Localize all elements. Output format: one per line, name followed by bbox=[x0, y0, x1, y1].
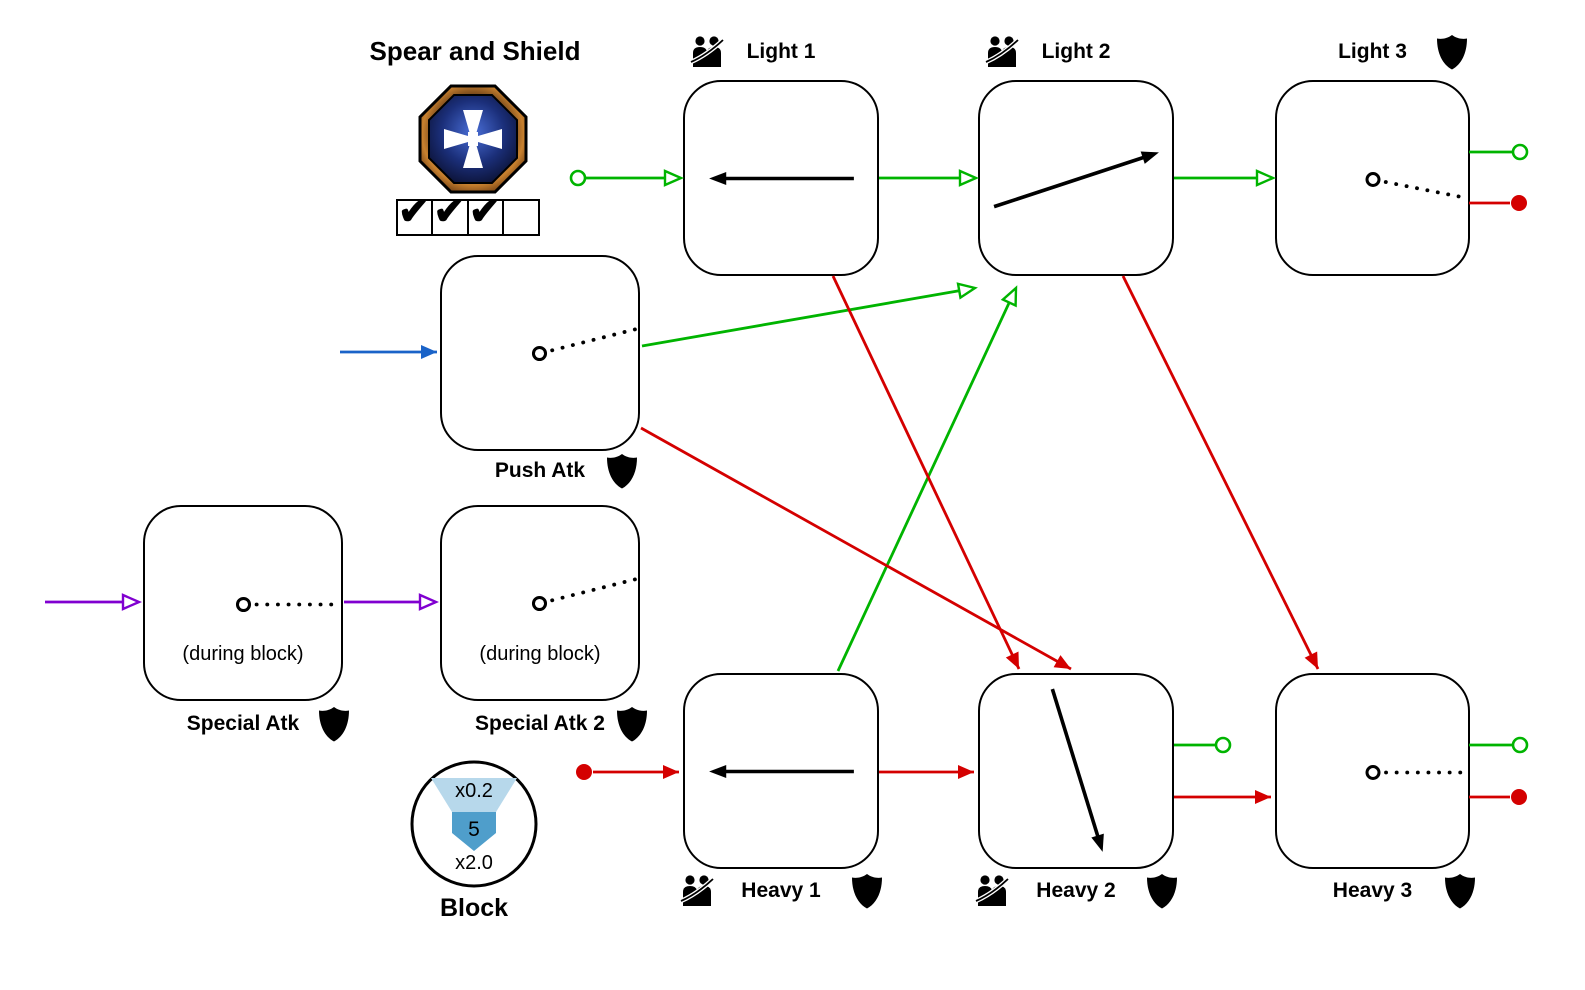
two-fighters-icon bbox=[974, 873, 1010, 909]
edge-light2-to-light3 bbox=[1174, 169, 1276, 187]
block-top-multiplier: x0.2 bbox=[455, 780, 493, 802]
light2-header: Light 2 bbox=[978, 33, 1174, 71]
block-soft-zone bbox=[431, 778, 517, 812]
shield-icon bbox=[1144, 873, 1180, 909]
block-bottom-multiplier: x2.0 bbox=[455, 852, 493, 874]
attack-direction-icon bbox=[1050, 688, 1104, 852]
node-label: Special Atk 2 bbox=[475, 712, 605, 735]
node-light3 bbox=[1275, 80, 1470, 276]
edge-heavy2-to-heavy3 bbox=[1174, 790, 1271, 804]
edge-heavy1-to-light2 bbox=[836, 285, 1018, 672]
edge-start-to-light1 bbox=[569, 169, 684, 187]
during-block-note: (during block) bbox=[479, 643, 601, 665]
thrust-attack-icon bbox=[531, 577, 637, 612]
shield-icon bbox=[849, 873, 885, 909]
node-special2: (during block) bbox=[440, 505, 640, 701]
shield-icon bbox=[316, 706, 352, 742]
shield-icon bbox=[604, 453, 640, 489]
node-label: Light 3 bbox=[1338, 40, 1407, 63]
edge-heavy3-chain-continue bbox=[1469, 736, 1529, 754]
node-label: Light 1 bbox=[746, 40, 816, 63]
node-label: Heavy 1 bbox=[741, 879, 821, 902]
edge-light2-to-heavy3 bbox=[1121, 275, 1320, 670]
node-label: Heavy 2 bbox=[1036, 879, 1116, 902]
shield-icon bbox=[1434, 34, 1470, 70]
edge-light3-chain-end bbox=[1469, 195, 1527, 211]
checkbox-2[interactable]: ✔ bbox=[431, 193, 470, 236]
heavy2-footer: Heavy 2 bbox=[975, 872, 1177, 910]
block-stance-icon: x0.2 5 x2.0 bbox=[407, 757, 541, 891]
edge-start-to-special bbox=[45, 593, 142, 611]
node-label: Push Atk bbox=[494, 459, 586, 482]
edge-pushatk-to-light2 bbox=[641, 282, 978, 348]
shield-icon bbox=[1442, 873, 1478, 909]
edge-heavy3-chain-end bbox=[1469, 789, 1527, 805]
node-pushatk bbox=[440, 255, 640, 451]
special2-footer: Special Atk 2 bbox=[440, 705, 647, 743]
node-special: (during block) bbox=[143, 505, 343, 701]
edge-heavy1-to-heavy2 bbox=[879, 765, 974, 779]
edge-light1-to-heavy2 bbox=[831, 275, 1021, 670]
node-heavy3 bbox=[1275, 673, 1470, 869]
node-light2 bbox=[978, 80, 1174, 276]
weapon-title: Spear and Shield bbox=[369, 36, 581, 66]
attack-direction-icon bbox=[709, 764, 854, 779]
thrust-attack-icon bbox=[235, 596, 339, 613]
check-icon: ✔ bbox=[398, 191, 430, 233]
heavy1-footer: Heavy 1 bbox=[680, 872, 882, 910]
node-label: Light 2 bbox=[1041, 40, 1111, 63]
node-heavy2 bbox=[978, 673, 1174, 869]
mastery-checkboxes: ✔ ✔ ✔ bbox=[396, 193, 541, 236]
two-fighters-icon bbox=[689, 34, 725, 70]
during-block-note: (during block) bbox=[182, 643, 304, 665]
attack-direction-icon bbox=[993, 151, 1159, 209]
thrust-attack-icon bbox=[1365, 172, 1466, 200]
check-icon: ✔ bbox=[468, 191, 501, 233]
checkbox-4[interactable] bbox=[502, 199, 541, 236]
node-light1 bbox=[683, 80, 879, 276]
edge-special-to-special2 bbox=[344, 593, 439, 611]
edge-start-to-heavy1 bbox=[576, 764, 679, 780]
edge-pushatk-to-heavy2 bbox=[640, 426, 1072, 671]
checkbox-3[interactable]: ✔ bbox=[466, 193, 505, 236]
heavy3-footer: Heavy 3 bbox=[1275, 872, 1475, 910]
edge-light3-chain-continue bbox=[1469, 143, 1529, 161]
edge-start-to-pushatk bbox=[340, 345, 437, 359]
node-label: Heavy 3 bbox=[1332, 879, 1413, 902]
two-fighters-icon bbox=[984, 34, 1020, 70]
attack-direction-icon bbox=[709, 171, 854, 186]
thrust-attack-icon bbox=[1365, 765, 1468, 780]
faction-emblem-icon bbox=[418, 84, 528, 194]
thrust-attack-icon bbox=[531, 327, 637, 362]
checkbox-1[interactable]: ✔ bbox=[396, 193, 434, 236]
node-heavy1 bbox=[683, 673, 879, 869]
light3-header: Light 3 bbox=[1275, 33, 1470, 71]
edge-heavy2-chain-continue bbox=[1174, 736, 1232, 754]
shield-icon bbox=[614, 706, 650, 742]
two-fighters-icon bbox=[679, 873, 715, 909]
pushatk-footer: Push Atk bbox=[440, 452, 640, 490]
node-label: Special Atk bbox=[186, 712, 300, 735]
block-label: Block bbox=[439, 894, 509, 922]
light1-header: Light 1 bbox=[683, 33, 879, 71]
edge-light1-to-light2 bbox=[879, 169, 979, 187]
check-icon: ✔ bbox=[433, 191, 466, 233]
block-center-value: 5 bbox=[468, 818, 480, 841]
special-footer: Special Atk bbox=[143, 705, 349, 743]
block-center-zone bbox=[452, 812, 496, 851]
